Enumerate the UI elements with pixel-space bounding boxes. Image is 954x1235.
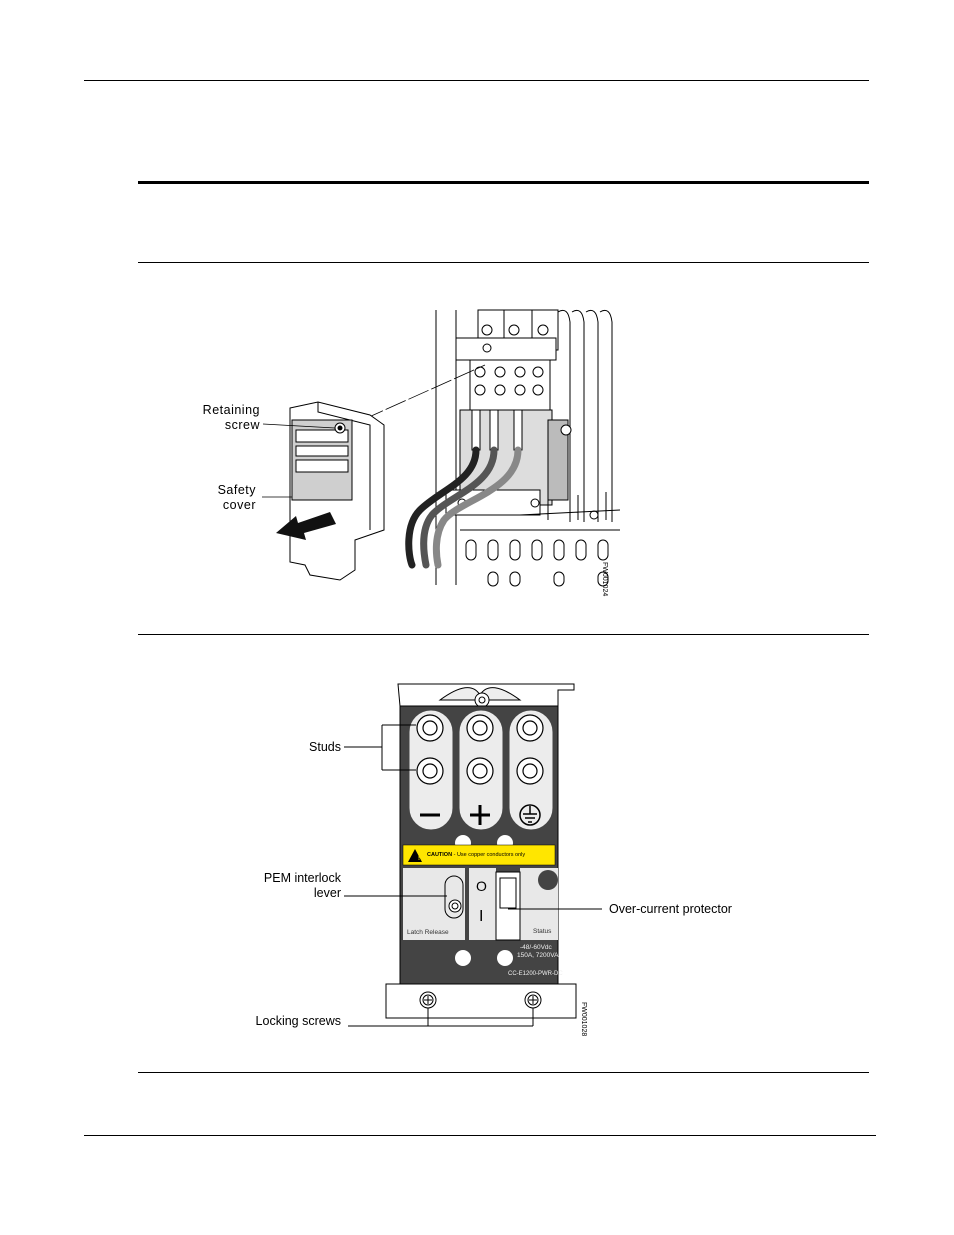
figure-id-fw001028: FW001028 <box>580 1002 587 1037</box>
status-label: Status <box>533 928 552 935</box>
callout-over-current-protector: Over-current protector <box>609 902 732 916</box>
caution-word: CAUTION <box>427 852 453 858</box>
latch-release-label: Latch Release <box>407 929 449 936</box>
callout-locking-screws: Locking screws <box>255 1014 341 1028</box>
caution-text: - Use copper conductors only <box>453 852 526 858</box>
table-row-rule <box>138 634 869 635</box>
rating-line2: 150A, 7200VA <box>517 952 559 959</box>
switch-off-mark: O <box>476 878 487 894</box>
caution-label: CAUTION - Use copper conductors only <box>427 851 525 859</box>
table-bottom-rule <box>138 1072 869 1073</box>
header-rule <box>84 80 869 81</box>
callout-safety-cover: Safety cover <box>217 483 256 512</box>
svg-text:!: ! <box>418 856 420 862</box>
table-top-rule <box>138 181 869 184</box>
callout-studs: Studs <box>309 740 341 754</box>
rating-line1: -48/-60Vdc <box>520 944 552 951</box>
model-label: CC-E1200-PWR-DC <box>508 971 563 977</box>
studs <box>416 714 544 785</box>
footer-rule <box>84 1135 876 1136</box>
switch-on-mark: I <box>479 908 484 925</box>
callout-pem-interlock-lever: PEM interlock lever <box>263 871 341 900</box>
table-header-rule <box>138 262 869 263</box>
callout-retaining-screw: Retaining screw <box>202 403 260 432</box>
